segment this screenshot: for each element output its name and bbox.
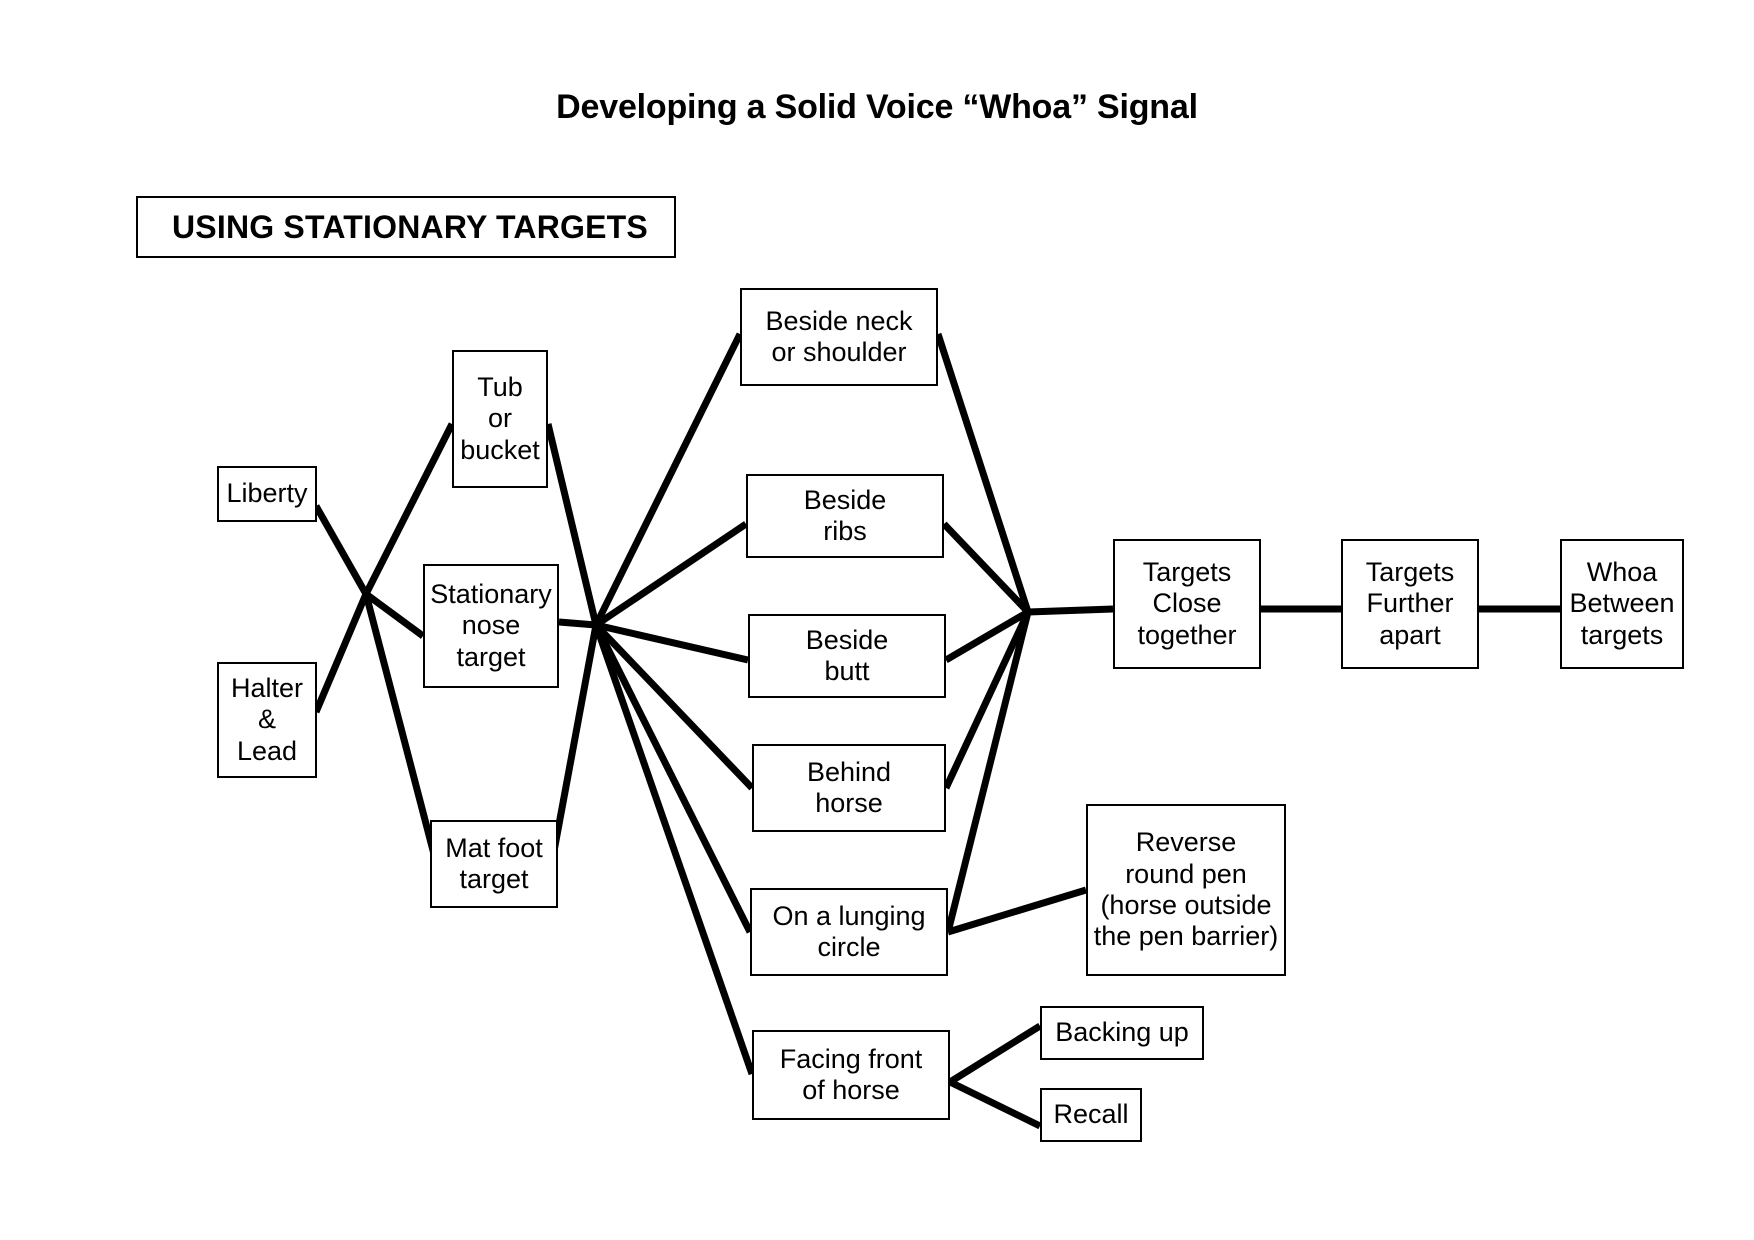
edge-facing-to-backing (948, 1023, 1042, 1085)
node-lunging[interactable]: On a lunging circle (750, 888, 948, 976)
page-title: Developing a Solid Voice “Whoa” Signal (556, 88, 1198, 126)
node-label-reverse: Reverse round pen (horse outside the pen… (1093, 827, 1279, 952)
edge-halter-to-hub-left (312, 592, 370, 714)
node-halter[interactable]: Halter & Lead (217, 662, 317, 778)
node-backing[interactable]: Backing up (1040, 1006, 1204, 1060)
node-reverse[interactable]: Reverse round pen (horse outside the pen… (1086, 804, 1286, 976)
edge-hub-mid-to-behind (593, 622, 755, 791)
node-label-liberty: Liberty (226, 478, 308, 509)
node-mat[interactable]: Mat foot target (430, 820, 558, 908)
edge-hub-mid-to-ribs (594, 521, 748, 628)
node-label-between: Whoa Between targets (1569, 557, 1675, 650)
edge-hub-mid-to-facing (592, 623, 756, 1076)
node-butt[interactable]: Beside butt (748, 614, 946, 698)
node-label-tub: Tub or bucket (460, 372, 540, 465)
node-liberty[interactable]: Liberty (217, 466, 317, 522)
edge-hub-mid-to-neck (592, 332, 744, 627)
node-further[interactable]: Targets Further apart (1341, 539, 1479, 669)
edge-liberty-to-hub-left (312, 504, 370, 596)
node-label-facing: Facing front of horse (779, 1043, 923, 1105)
node-recall[interactable]: Recall (1040, 1088, 1142, 1142)
node-label-neck: Beside neck or shoulder (765, 305, 913, 367)
edge-ribs-to-hub-right (941, 521, 1031, 615)
section-banner: USING STATIONARY TARGETS (136, 196, 676, 258)
node-neck[interactable]: Beside neck or shoulder (740, 288, 938, 386)
node-ribs[interactable]: Beside ribs (746, 474, 944, 558)
edge-butt-to-hub-right (944, 608, 1030, 664)
edge-hub-mid-to-butt (595, 621, 749, 664)
node-label-lunging: On a lunging circle (772, 900, 926, 962)
edge-nose-to-hub-mid (558, 618, 597, 629)
edge-lunging-to-reverse (946, 886, 1088, 936)
edge-neck-to-hub-right (934, 332, 1032, 614)
node-label-nose: Stationary nose target (430, 579, 552, 672)
edge-lunging-to-hub-right (944, 611, 1032, 933)
node-label-backing: Backing up (1055, 1017, 1189, 1048)
node-label-halter: Halter & Lead (230, 673, 304, 766)
node-label-further: Targets Further apart (1365, 557, 1455, 650)
node-between[interactable]: Whoa Between targets (1560, 539, 1684, 669)
edge-hub-mid-to-lunging (592, 623, 754, 934)
node-label-close: Targets Close together (1137, 557, 1237, 650)
node-label-ribs: Beside ribs (803, 484, 887, 546)
node-behind[interactable]: Behind horse (752, 744, 946, 832)
edge-hub-right-to-close (1027, 605, 1114, 616)
node-label-recall: Recall (1053, 1099, 1129, 1130)
node-label-behind: Behind horse (806, 756, 892, 818)
edge-hub-left-to-nose (363, 591, 426, 639)
node-nose[interactable]: Stationary nose target (423, 564, 559, 688)
node-label-mat: Mat foot target (445, 832, 543, 894)
node-tub[interactable]: Tub or bucket (452, 350, 548, 488)
section-banner-label: USING STATIONARY TARGETS (172, 208, 648, 245)
edge-behind-to-hub-right (942, 610, 1032, 790)
node-label-butt: Beside butt (805, 624, 889, 686)
node-facing[interactable]: Facing front of horse (752, 1030, 950, 1120)
edge-facing-to-recall (948, 1078, 1042, 1130)
node-close[interactable]: Targets Close together (1113, 539, 1261, 669)
